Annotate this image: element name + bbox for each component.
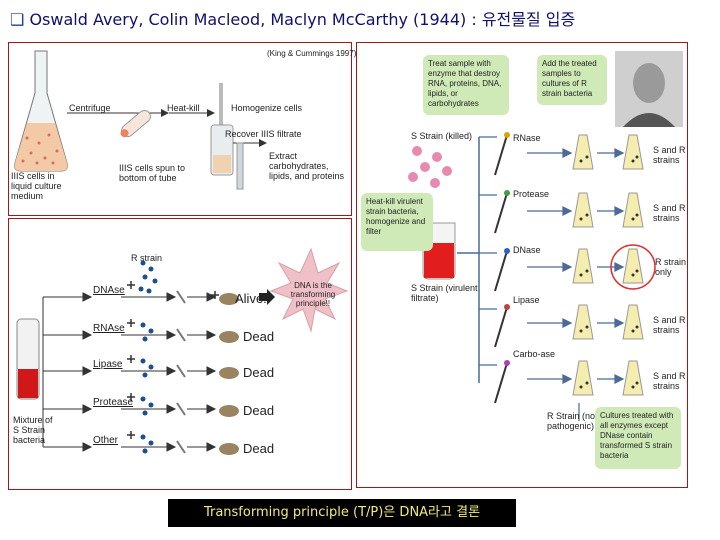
mixture-label: Mixture of S Strain bacteria (13, 415, 53, 445)
extract-label: Extract carbohydrates, lipids, and prote… (269, 151, 345, 181)
result-label: Dead (243, 365, 275, 380)
enzyme-test-illustration (16, 247, 349, 455)
avery-experiment-flow-panel: Treat sample with enzyme that destroy RN… (356, 42, 688, 488)
enzyme-label: Other (93, 435, 119, 446)
enzyme-label: Lipase (513, 295, 540, 305)
s-strain-killed-label: S Strain (killed) (411, 131, 473, 141)
r-strain-label: R strain (131, 253, 163, 263)
citation-text: (King & Cummings 1997) (267, 49, 357, 58)
enzyme-label: DNAse (93, 285, 125, 296)
heat-kill-label: Heat-kill (167, 103, 200, 113)
result-label: S and R strains (653, 315, 686, 335)
result-label: R strain only (655, 257, 687, 277)
s-strain-label: S Strain (virulent filtrate) (411, 283, 478, 303)
result-label: S and R strains (653, 145, 686, 165)
result-label: S and R strains (653, 203, 686, 223)
enzyme-label: Carbo-ase (513, 349, 556, 359)
treat-sample-box: Treat sample with enzyme that destroy RN… (423, 55, 509, 115)
result-label: Dead (243, 329, 275, 344)
enzyme-label: Protease (93, 397, 134, 408)
flask-label: IIIS cells in liquid culture medium (11, 171, 62, 201)
enzyme-label: RNAse (93, 323, 125, 334)
conclusion-banner: Transforming principle (T/P)은 DNA라고 결론 (168, 499, 516, 527)
recover-label: Recover IIIS filtrate (225, 129, 302, 139)
homogenize-label: Homogenize cells (231, 103, 303, 113)
r-strain-label: R Strain (non-pathogenic) (547, 411, 604, 431)
dnase-highlight-circle (610, 244, 656, 290)
result-label: Dead (243, 403, 275, 418)
experiment-steps-illustration (14, 50, 267, 190)
cultures-result-box: Cultures treated with all enzymes except… (595, 407, 681, 469)
enzyme-label: Protease (513, 189, 550, 199)
avery-experiment-diagram (408, 51, 683, 421)
enzyme-label: DNase (513, 245, 541, 255)
enzyme-label: Lipase (93, 359, 123, 370)
experiment-steps-panel: (King & Cummings 1997) IIIS cells in liq… (8, 42, 356, 216)
starburst-text: DNA is the transforming principle!! (290, 281, 336, 308)
slide-title: ❑ Oswald Avery, Colin Macleod, Maclyn Mc… (10, 8, 710, 32)
add-samples-box: Add the treated samples to cultures of R… (537, 55, 607, 105)
enzyme-label: RNase (513, 133, 541, 143)
tube-label: IIIS cells spun to bottom of tube (119, 163, 186, 183)
result-label: Dead (243, 441, 275, 456)
centrifuge-label: Centrifuge (69, 103, 111, 113)
result-label: Alive! (235, 291, 267, 306)
checkbox-bullet-icon: ❑ (10, 10, 25, 29)
enzyme-test-panel: R strain DNA is the transforming princip… (8, 218, 352, 490)
slide-title-text: Oswald Avery, Colin Macleod, Maclyn McCa… (29, 10, 576, 29)
result-label: S and R strains (653, 371, 686, 391)
heat-kill-box: Heat-kill virulent strain bacteria, homo… (361, 193, 433, 251)
